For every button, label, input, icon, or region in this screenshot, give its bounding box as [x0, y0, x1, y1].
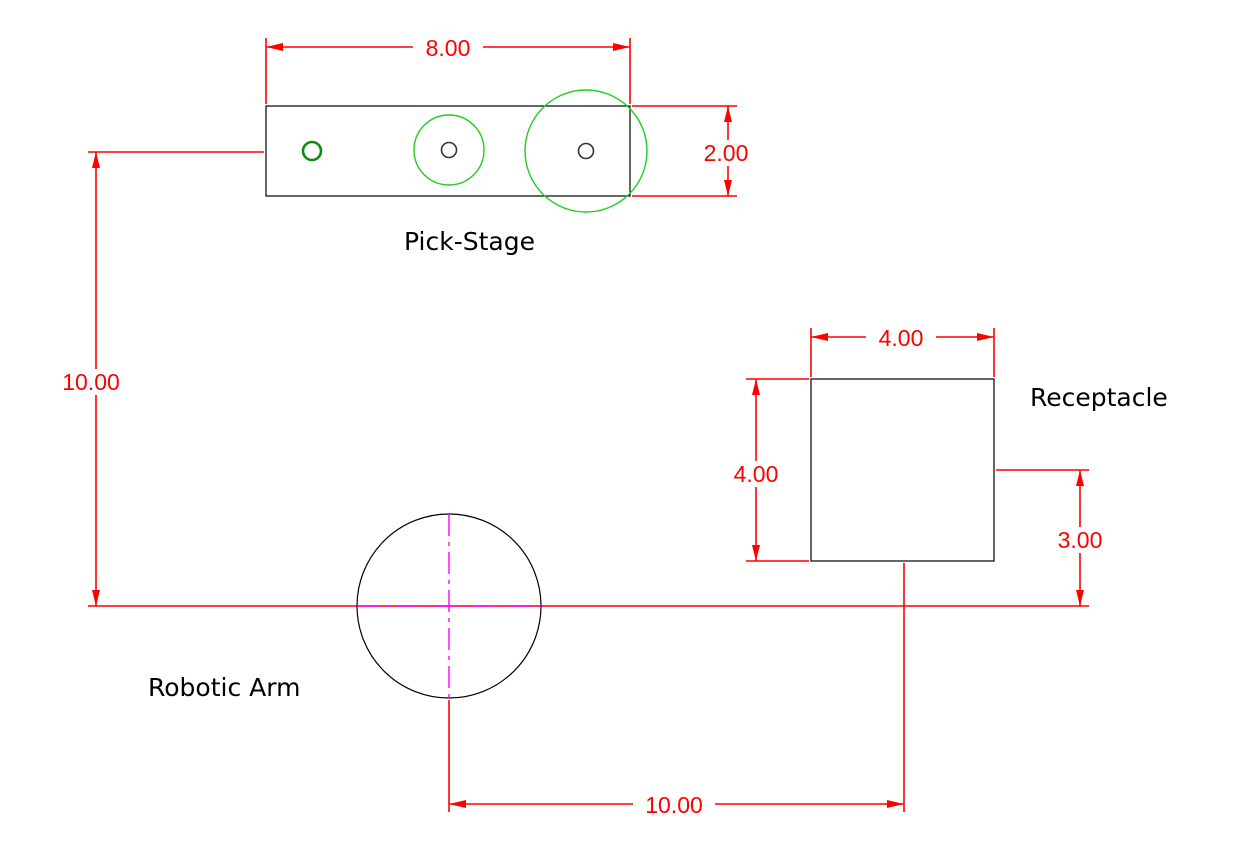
dim-arrow	[266, 43, 283, 51]
dim-arrow	[811, 333, 828, 341]
pick-stage-outline	[265, 105, 631, 197]
robotic-arm-label: Robotic Arm	[148, 673, 300, 702]
dim-receptacle-width: 4.00	[810, 324, 995, 377]
dim-arrow	[92, 152, 100, 168]
dim-arrow	[977, 333, 994, 341]
dim-arrow	[724, 180, 732, 196]
dim-pick-stage-width: 8.00	[265, 34, 631, 104]
pick-hole-medium	[440, 141, 458, 159]
dim-text-receptacle-width: 4.00	[879, 325, 924, 351]
dim-arrow	[887, 800, 904, 808]
pick-hole-large	[577, 142, 595, 160]
pick-stage	[265, 89, 648, 213]
pick-circle-large	[524, 89, 648, 213]
dim-receptacle-offset-horizontal: 10.00	[448, 563, 905, 818]
receptacle-label: Receptacle	[1030, 383, 1168, 412]
dim-receptacle-offset-vertical: 3.00	[996, 469, 1116, 606]
dim-arrow	[1076, 590, 1084, 606]
dim-arrow	[92, 590, 100, 606]
dim-arrow	[752, 545, 760, 561]
pick-circle-small	[301, 140, 323, 162]
dim-arrow	[613, 43, 630, 51]
dim-arrow	[724, 106, 732, 122]
dim-text-pick-stage-width: 8.00	[426, 35, 471, 61]
dim-stage-offset-vertical: 10.00	[50, 151, 264, 606]
dim-text-receptacle-offset-horizontal: 10.00	[645, 792, 703, 818]
dim-arrow	[449, 800, 466, 808]
dim-text-receptacle-offset-vertical: 3.00	[1058, 527, 1103, 553]
dim-text-pick-stage-height: 2.00	[704, 140, 749, 166]
dim-pick-stage-height: 2.00	[632, 105, 760, 197]
dim-arrow	[1076, 470, 1084, 486]
pick-stage-label: Pick-Stage	[404, 227, 535, 256]
dim-receptacle-height: 4.00	[720, 378, 809, 562]
dim-arrow	[752, 379, 760, 395]
dim-text-stage-offset-vertical: 10.00	[62, 369, 120, 395]
robotic-arm	[356, 513, 542, 699]
dim-text-receptacle-height: 4.00	[734, 461, 779, 487]
receptacle-outline	[810, 378, 995, 562]
pick-circle-medium	[413, 114, 485, 186]
